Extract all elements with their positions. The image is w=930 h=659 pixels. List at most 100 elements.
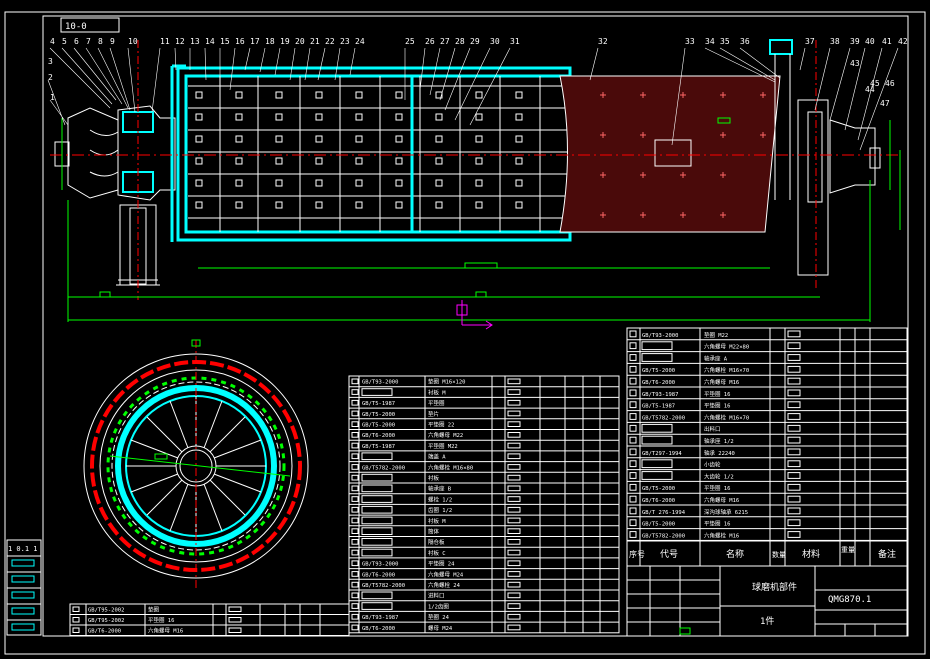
bom-row: GB/T5-1987 平垫圈 M22 <box>351 442 521 450</box>
bom-row: 衬板 M <box>351 388 521 396</box>
bom-name: 小齿轮 <box>704 461 721 469</box>
balloon-label: 4 <box>50 37 55 46</box>
bom-name: 平垫圈 M22 <box>428 442 458 450</box>
outer-frame <box>4 11 926 655</box>
balloon-label: 46 <box>885 79 895 88</box>
bom-code: GB/T6-2000 <box>362 433 395 439</box>
balloon-label: 28 <box>455 37 465 46</box>
balloon-label: 5 <box>62 37 67 46</box>
balloon-label: 36 <box>740 37 750 46</box>
bom-code: GB/T5-2000 <box>642 486 675 492</box>
bom-code: GB/T93-2000 <box>362 562 398 568</box>
bom-name: 出料口 <box>704 425 721 433</box>
balloon-label: 14 <box>205 37 215 46</box>
bom-name: 平垫圈 <box>428 399 445 407</box>
bom-header-row: 序号 代号 名称 数量 材料 重量 备注 <box>626 540 908 567</box>
header-weight: 重量 <box>841 546 855 554</box>
balloon-label: 35 <box>720 37 730 46</box>
bom-name: 平垫圈 16 <box>704 520 730 528</box>
bom-row: 隔仓板 <box>351 538 521 546</box>
header-qty: 数量 <box>772 550 786 559</box>
bom-name: 六角螺栓 M16×80 <box>428 463 473 471</box>
balloon-leaders <box>47 47 899 151</box>
balloon-label: 6 <box>74 37 79 46</box>
balloon-label: 22 <box>325 37 335 46</box>
bom-code: GB/T5-2000 <box>362 423 395 429</box>
bom-row: 大齿轮 1/2 <box>629 471 801 480</box>
balloon-label: 20 <box>295 37 305 46</box>
bom-name: 六角螺栓 M16 <box>704 531 739 539</box>
balloon-label: 3 <box>48 57 53 66</box>
bom-row: 衬板 M <box>351 516 521 525</box>
bom-row: GB/T93-2000 垫圈 M22 <box>629 330 801 339</box>
bom-code: GB/T95-2002 <box>88 608 124 614</box>
balloon-label: 44 <box>865 85 875 94</box>
bom-code: GB/T297-1994 <box>642 451 682 457</box>
mill-end-view <box>83 339 309 590</box>
left-strip-text: 1 0.1 1 <box>8 545 38 553</box>
bom-name: 垫圈 M16×120 <box>428 378 466 386</box>
bom-name: 衬板 M <box>428 517 446 525</box>
bom-name: 大齿轮 1/2 <box>704 472 734 480</box>
balloon-label: 29 <box>470 37 480 46</box>
bom-name: 六角螺栓 M16×70 <box>704 366 749 374</box>
bom-code: GB/T5-2000 <box>362 412 395 418</box>
bom-row: GB/T5-2000 平垫圈 16 <box>629 519 801 528</box>
bom-row: 衬板 <box>351 473 521 482</box>
balloon-label: 8 <box>98 37 103 46</box>
bom-name: 六角螺母 M22 <box>428 431 463 439</box>
bom-row: 出料口 <box>629 423 801 433</box>
bom-name: 垫圈 M22 <box>704 331 728 339</box>
header-material: 材料 <box>802 548 820 560</box>
balloon-label: 11 <box>160 37 170 46</box>
balloon-label: 27 <box>440 37 450 46</box>
bom-name: 端盖 A <box>428 453 446 461</box>
title-block-sheet: 1件 <box>760 615 774 627</box>
bom-code: GB/T93-1987 <box>642 392 678 398</box>
bom-name: 平垫圈 16 <box>704 402 730 410</box>
bom-code: GB/T6-2000 <box>642 498 675 504</box>
bom-code: GB/T93-1987 <box>362 615 398 621</box>
bom-row: 端盖 A <box>351 452 521 461</box>
bom-code: GB/T93-2000 <box>642 333 678 339</box>
bom-name: 螺母 M24 <box>428 624 453 632</box>
balloon-label: 1 <box>50 93 55 102</box>
balloon-label: 23 <box>340 37 350 46</box>
balloon-label: 16 <box>235 37 245 46</box>
balloon-label: 2 <box>48 73 53 82</box>
bom-row: 小齿轮 <box>629 459 801 469</box>
balloon-label: 21 <box>310 37 320 46</box>
bom-name: 平垫圈 22 <box>428 421 454 429</box>
balloon-label: 12 <box>175 37 185 46</box>
bom-code: GB/T5-1987 <box>362 444 395 450</box>
title-block: 球磨机部件 1件 QMG870.1 <box>626 565 908 637</box>
balloon-label: 37 <box>805 37 815 46</box>
bom-row: 轴承座 A <box>629 353 801 362</box>
bom-row: 1/2齿圈 <box>351 602 521 610</box>
bom-code: GB/T5-2000 <box>642 522 675 528</box>
header-note: 备注 <box>878 548 896 560</box>
bom-name: 轴承座 1/2 <box>704 437 734 445</box>
balloon-label: 18 <box>265 37 275 46</box>
balloon-label: 24 <box>355 37 365 46</box>
balloon-label: 17 <box>250 37 260 46</box>
inner-frame <box>42 15 909 637</box>
balloon-label: 47 <box>880 99 890 108</box>
balloon-label: 39 <box>850 37 860 46</box>
